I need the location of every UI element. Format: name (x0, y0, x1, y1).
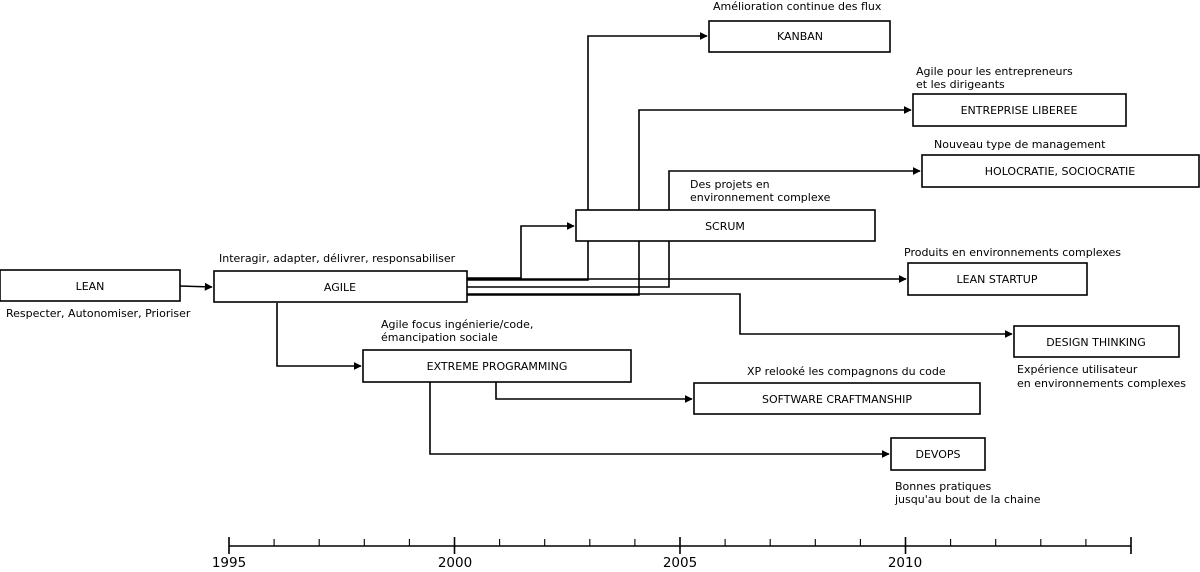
connector-agile-xp (276, 303, 362, 370)
note-design-thinking-line2: en environnements complexes (1017, 377, 1186, 390)
timeline: 1995 2000 2005 2010 (212, 537, 1132, 571)
note-lean: Respecter, Autonomiser, Prioriser (6, 307, 191, 320)
timeline-label-2005: 2005 (663, 555, 697, 571)
box-label-lean: LEAN (76, 280, 105, 293)
note-kanban: Amélioration continue des flux (713, 0, 882, 13)
box-label-agile: AGILE (324, 281, 356, 294)
timeline-label-1995: 1995 (212, 555, 246, 571)
box-holocratie: HOLOCRATIE, SOCIOCRATIE (921, 154, 1200, 188)
box-label-lean-startup: LEAN STARTUP (957, 273, 1038, 286)
connector-agile-entreprise-liberee (467, 106, 912, 296)
box-lean: LEAN (0, 269, 181, 302)
note-devops-line1: Bonnes pratiques (895, 480, 992, 493)
note-design-thinking-line1: Expérience utilisateur (1017, 363, 1138, 376)
connector-xp-devops (429, 382, 890, 458)
note-extreme-programming-line2: émancipation sociale (381, 331, 498, 344)
box-lean-startup: LEAN STARTUP (907, 262, 1088, 296)
connector-lean-agile (179, 282, 213, 291)
box-extreme-programming: EXTREME PROGRAMMING (362, 349, 632, 383)
timeline-ticks (228, 537, 1132, 554)
connector-agile-design-thinking (467, 293, 1013, 338)
note-devops-line2: jusqu'au bout de la chaine (894, 493, 1041, 506)
box-design-thinking: DESIGN THINKING (1013, 325, 1180, 358)
note-software-craftmanship: XP relooké les compagnons du code (747, 365, 946, 378)
box-entreprise-liberee: ENTREPRISE LIBEREE (912, 93, 1127, 127)
note-extreme-programming-line1: Agile focus ingénierie/code, (381, 318, 533, 331)
note-lean-startup: Produits en environnements complexes (904, 246, 1121, 259)
box-label-design-thinking: DESIGN THINKING (1046, 336, 1146, 349)
connector-xp-software-craftmanship (495, 382, 693, 403)
box-devops: DEVOPS (890, 437, 986, 471)
box-label-devops: DEVOPS (915, 448, 960, 461)
box-scrum: SCRUM (575, 209, 876, 242)
note-scrum-line1: Des projets en (690, 178, 770, 191)
timeline-label-2000: 2000 (438, 555, 472, 571)
note-agile: Interagir, adapter, délivrer, responsabi… (219, 252, 456, 265)
box-label-holocratie: HOLOCRATIE, SOCIOCRATIE (985, 165, 1136, 178)
note-scrum-line2: environnement complexe (690, 191, 831, 204)
connector-agile-kanban (467, 32, 708, 281)
box-software-craftmanship: SOFTWARE CRAFTMANSHIP (693, 382, 981, 415)
note-entreprise-liberee-line2: et les dirigeants (916, 78, 1005, 91)
box-kanban: KANBAN (708, 20, 891, 53)
box-label-software-craftmanship: SOFTWARE CRAFTMANSHIP (762, 393, 912, 406)
notes: Respecter, Autonomiser, Prioriser Intera… (6, 0, 1186, 506)
box-label-scrum: SCRUM (705, 220, 745, 233)
connector-agile-scrum (467, 222, 575, 279)
note-holocratie: Nouveau type de management (934, 138, 1106, 151)
timeline-label-2010: 2010 (888, 555, 922, 571)
box-label-entreprise-liberee: ENTREPRISE LIBEREE (961, 104, 1078, 117)
box-label-kanban: KANBAN (777, 30, 823, 43)
box-agile: AGILE (213, 270, 468, 303)
box-label-extreme-programming: EXTREME PROGRAMMING (427, 360, 568, 373)
note-entreprise-liberee-line1: Agile pour les entrepreneurs (916, 65, 1073, 78)
